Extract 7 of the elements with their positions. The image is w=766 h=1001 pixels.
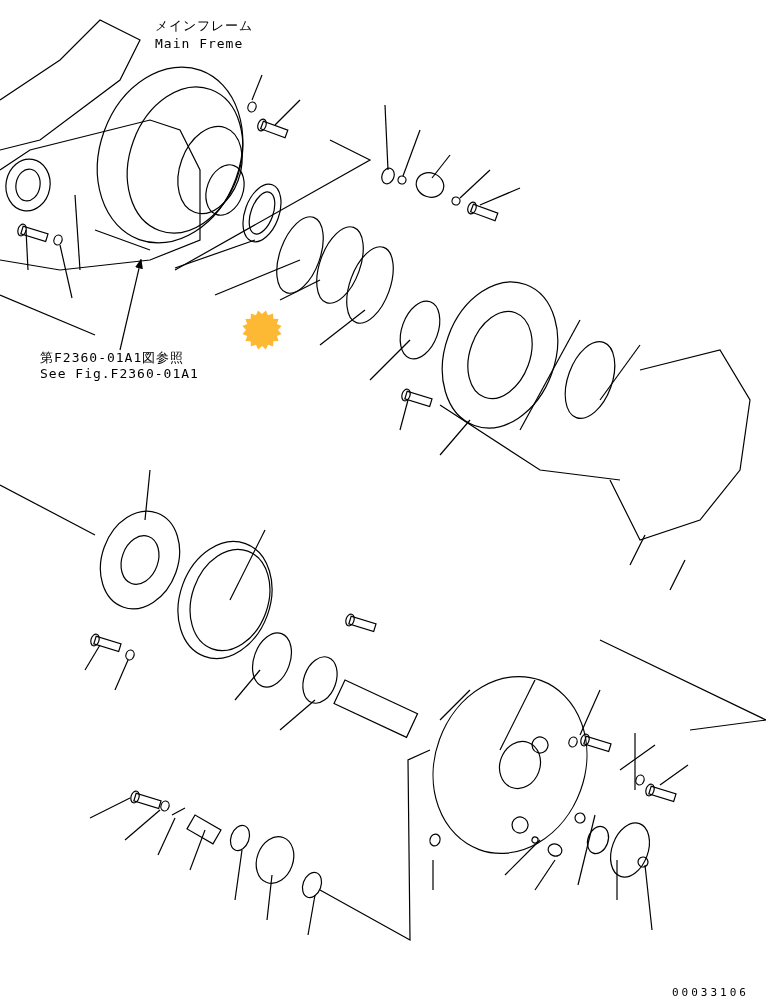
carrier-drawing <box>96 66 245 244</box>
note-text: 第F2360-01A1図参照 <box>40 350 186 366</box>
part-name: メインフレーム <box>155 18 253 34</box>
drawing-number: 00033106 <box>672 985 749 1001</box>
part-name: Main Freme <box>155 36 244 52</box>
note-text: See Fig.F2360-01A1 <box>40 366 199 382</box>
leader-line <box>119 258 143 351</box>
